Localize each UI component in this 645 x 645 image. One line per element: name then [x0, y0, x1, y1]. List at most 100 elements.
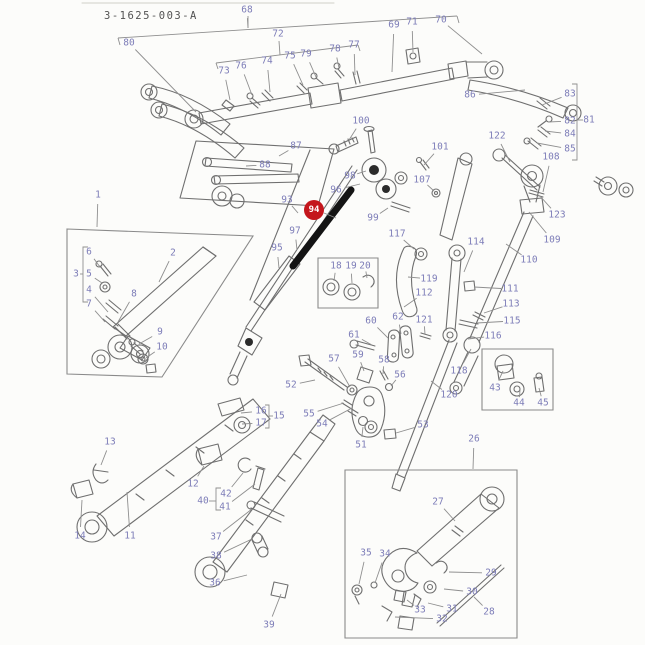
- part-label-95[interactable]: 95: [271, 243, 282, 254]
- part-label-85[interactable]: 85: [564, 144, 575, 155]
- part-label-17[interactable]: 17: [255, 418, 266, 429]
- part-label-77[interactable]: 77: [348, 40, 359, 51]
- part-label-33[interactable]: 33: [414, 605, 425, 616]
- part-label-119[interactable]: 119: [420, 274, 437, 285]
- part-label-108[interactable]: 108: [542, 152, 559, 163]
- part-label-30[interactable]: 30: [466, 587, 478, 598]
- part-label-109[interactable]: 109: [543, 235, 560, 246]
- part-label-88[interactable]: 88: [259, 160, 271, 171]
- part-label-10[interactable]: 10: [156, 342, 168, 353]
- part-label-68[interactable]: 68: [241, 5, 253, 16]
- part-label-51[interactable]: 51: [355, 440, 367, 451]
- part-label-2[interactable]: 2: [170, 248, 176, 259]
- part-label-44[interactable]: 44: [513, 398, 525, 409]
- part-label-53[interactable]: 53: [417, 420, 428, 431]
- part-label-42[interactable]: 42: [220, 489, 231, 500]
- part-label-111[interactable]: 111: [501, 284, 518, 295]
- part-label-123[interactable]: 123: [548, 210, 565, 221]
- part-label-117[interactable]: 117: [388, 229, 405, 240]
- part-label-116[interactable]: 116: [484, 331, 501, 342]
- part-label-15[interactable]: 15: [273, 411, 284, 422]
- part-label-114[interactable]: 114: [467, 237, 484, 248]
- part-label-101[interactable]: 101: [431, 142, 448, 153]
- leader-line-1: [96, 203, 99, 228]
- part-label-74[interactable]: 74: [261, 56, 273, 67]
- part-label-12[interactable]: 12: [187, 479, 198, 490]
- part-label-3[interactable]: 3: [73, 269, 79, 280]
- part-label-41[interactable]: 41: [219, 502, 231, 513]
- part-label-27[interactable]: 27: [432, 497, 443, 508]
- part-label-80[interactable]: 80: [123, 38, 135, 49]
- part-label-34[interactable]: 34: [379, 549, 391, 560]
- part-label-70[interactable]: 70: [435, 15, 447, 26]
- part-label-9[interactable]: 9: [157, 327, 163, 338]
- part-label-60[interactable]: 60: [365, 316, 377, 327]
- part-label-115[interactable]: 115: [503, 316, 520, 327]
- part-label-97[interactable]: 97: [289, 226, 300, 237]
- part-label-52[interactable]: 52: [285, 380, 296, 391]
- part-label-76[interactable]: 76: [235, 61, 247, 72]
- part-label-18[interactable]: 18: [330, 261, 342, 272]
- part-label-73[interactable]: 73: [218, 66, 229, 77]
- part-label-28[interactable]: 28: [483, 607, 495, 618]
- part-label-112[interactable]: 112: [415, 288, 432, 299]
- part-label-59[interactable]: 59: [352, 350, 364, 361]
- part-label-57[interactable]: 57: [328, 354, 339, 365]
- part-label-39[interactable]: 39: [263, 620, 275, 631]
- part-label-1[interactable]: 1: [95, 190, 101, 201]
- part-label-69[interactable]: 69: [388, 20, 400, 31]
- part-label-122[interactable]: 122: [488, 131, 505, 142]
- part-label-58[interactable]: 58: [378, 355, 390, 366]
- highlighted-part-marker[interactable]: [304, 200, 324, 220]
- part-label-6[interactable]: 6: [86, 247, 92, 258]
- part-label-37[interactable]: 37: [210, 532, 221, 543]
- part-label-45[interactable]: 45: [537, 398, 548, 409]
- part-label-98[interactable]: 98: [344, 171, 356, 182]
- part-label-81[interactable]: 81: [583, 115, 595, 126]
- part-label-100[interactable]: 100: [352, 116, 369, 127]
- part-label-110[interactable]: 110: [520, 255, 537, 266]
- part-label-96[interactable]: 96: [330, 185, 342, 196]
- part-label-113[interactable]: 113: [502, 299, 519, 310]
- part-label-7[interactable]: 7: [86, 299, 92, 310]
- part-label-31[interactable]: 31: [446, 604, 458, 615]
- part-label-75[interactable]: 75: [284, 51, 295, 62]
- part-label-62[interactable]: 62: [392, 312, 403, 323]
- part-label-82[interactable]: 82: [564, 116, 575, 127]
- part-label-35[interactable]: 35: [360, 548, 371, 559]
- part-label-40[interactable]: 40: [197, 496, 209, 507]
- part-label-36[interactable]: 36: [209, 578, 221, 589]
- part-label-99[interactable]: 99: [367, 213, 379, 224]
- part-label-20[interactable]: 20: [359, 261, 371, 272]
- part-label-55[interactable]: 55: [303, 409, 314, 420]
- part-label-79[interactable]: 79: [300, 49, 312, 60]
- part-label-26[interactable]: 26: [468, 434, 480, 445]
- part-label-86[interactable]: 86: [464, 90, 476, 101]
- part-label-4[interactable]: 4: [86, 285, 92, 296]
- part-label-84[interactable]: 84: [564, 129, 576, 140]
- part-label-72[interactable]: 72: [272, 29, 283, 40]
- part-label-54[interactable]: 54: [316, 419, 328, 430]
- part-label-107[interactable]: 107: [413, 175, 430, 186]
- part-label-32[interactable]: 32: [436, 614, 447, 625]
- part-label-118[interactable]: 118: [450, 366, 467, 377]
- part-label-13[interactable]: 13: [104, 437, 115, 448]
- part-label-120[interactable]: 120: [440, 390, 457, 401]
- part-label-5[interactable]: 5: [86, 269, 92, 280]
- part-label-11[interactable]: 11: [124, 531, 136, 542]
- part-label-16[interactable]: 16: [255, 406, 267, 417]
- part-label-83[interactable]: 83: [564, 89, 575, 100]
- part-label-8[interactable]: 8: [131, 289, 137, 300]
- part-label-19[interactable]: 19: [345, 261, 357, 272]
- part-label-14[interactable]: 14: [74, 531, 86, 542]
- part-label-87[interactable]: 87: [290, 141, 301, 152]
- part-label-78[interactable]: 78: [329, 44, 341, 55]
- part-label-38[interactable]: 38: [210, 551, 222, 562]
- part-label-71[interactable]: 71: [406, 17, 418, 28]
- part-label-43[interactable]: 43: [489, 383, 500, 394]
- part-label-93[interactable]: 93: [281, 195, 292, 206]
- part-label-61[interactable]: 61: [348, 330, 360, 341]
- part-label-29[interactable]: 29: [485, 568, 497, 579]
- part-label-121[interactable]: 121: [415, 315, 432, 326]
- part-label-56[interactable]: 56: [394, 370, 406, 381]
